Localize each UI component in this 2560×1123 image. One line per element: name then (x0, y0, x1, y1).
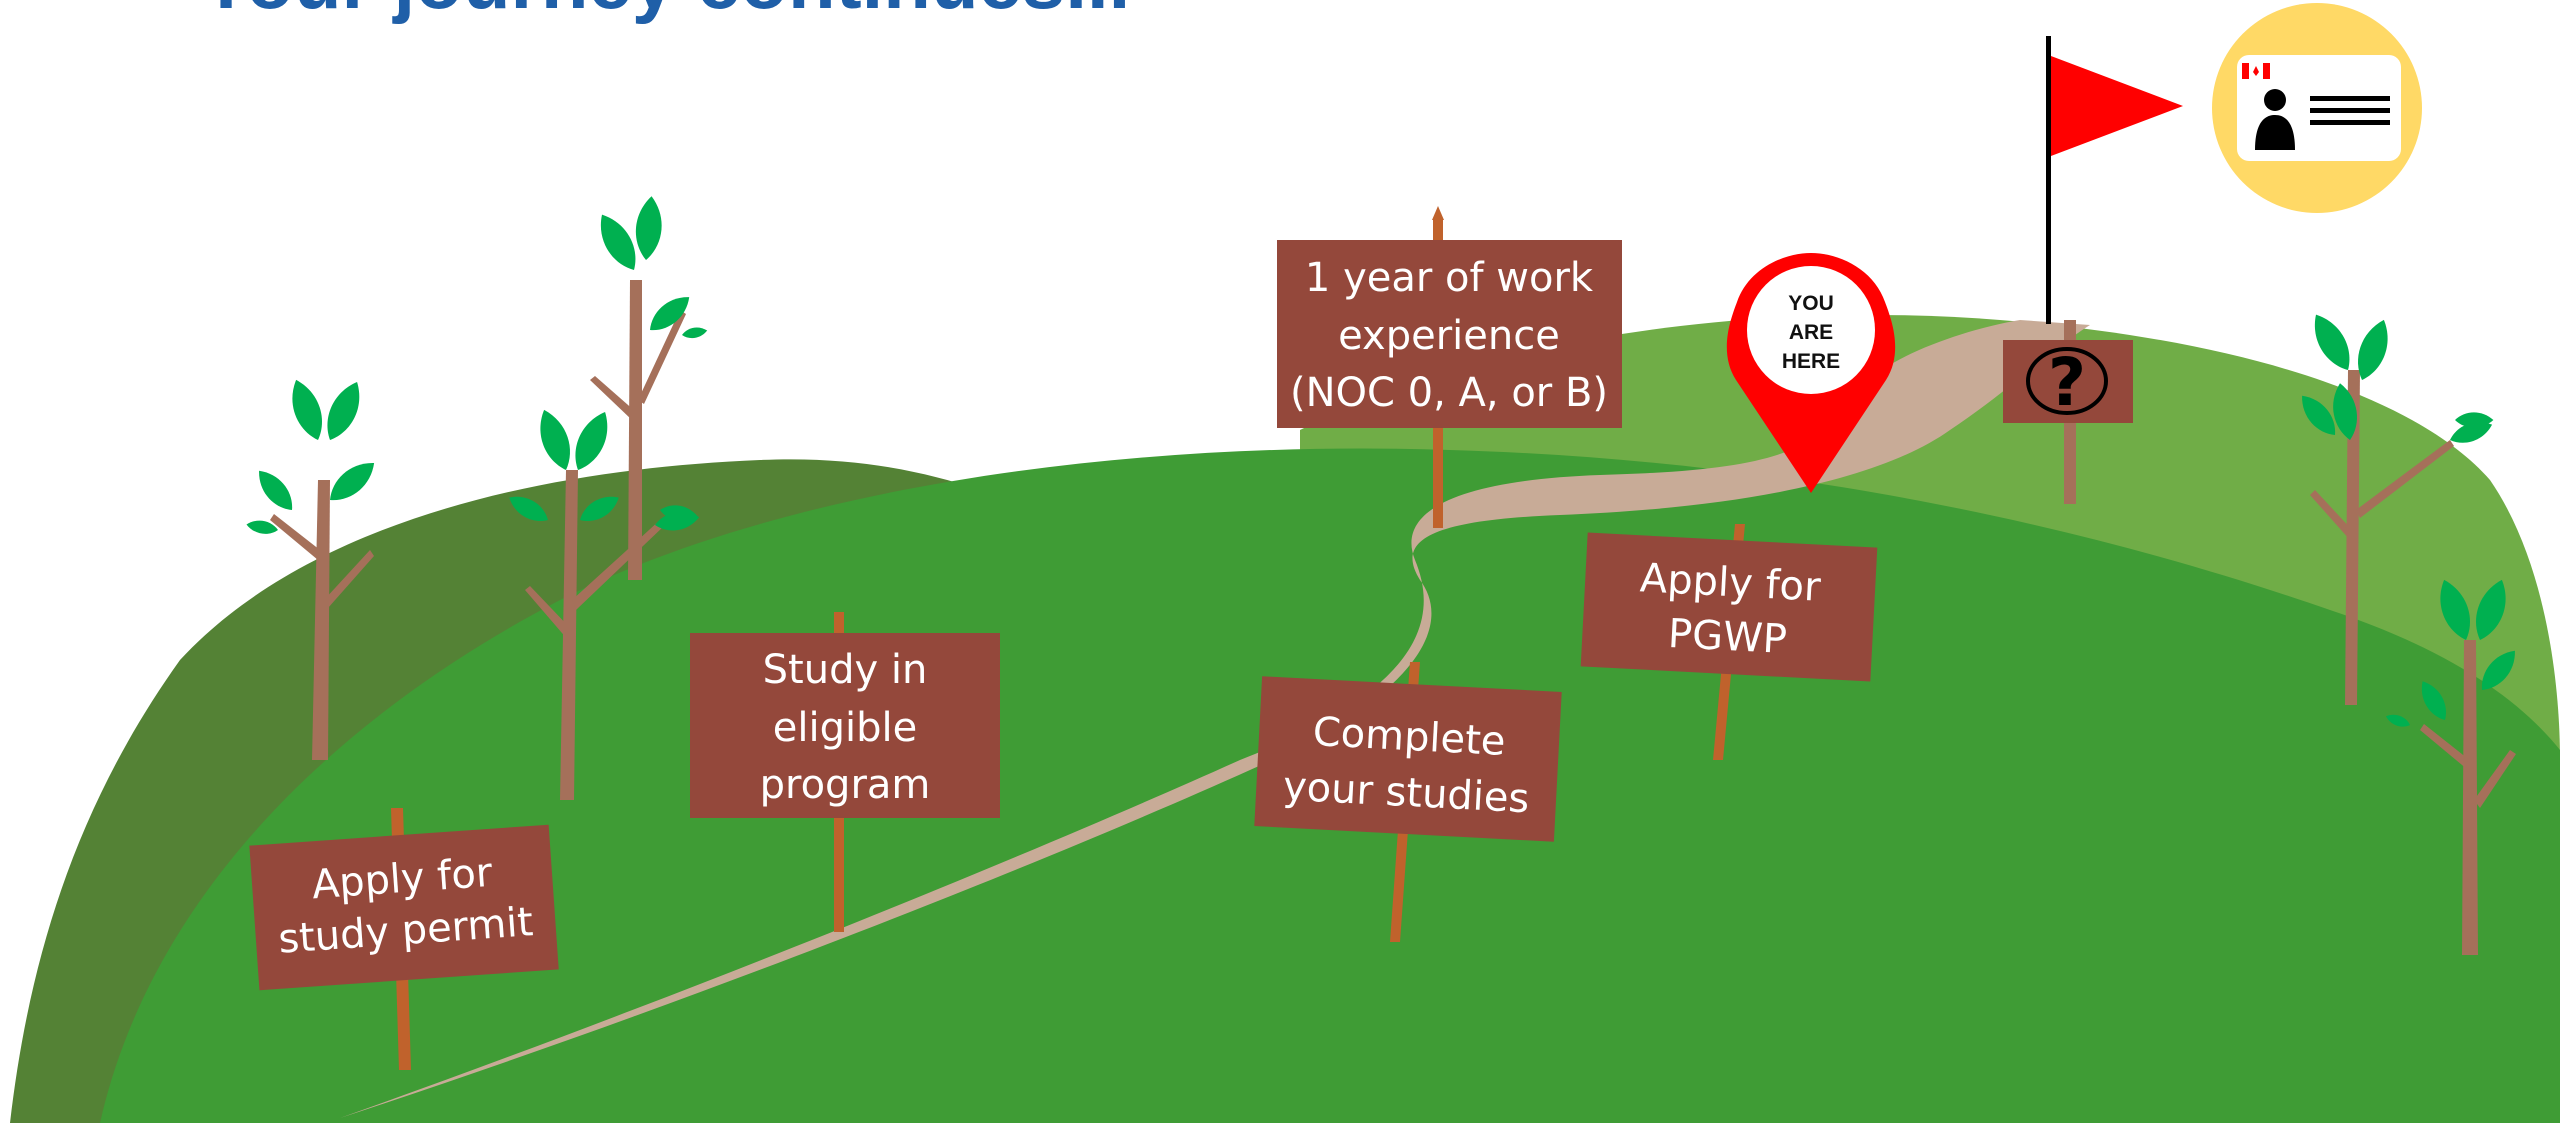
location-pin-icon: YOU ARE HERE (1726, 253, 1896, 493)
sign-label-line-1: 1 year of work (1305, 255, 1594, 301)
canada-flag-icon (2242, 63, 2270, 79)
page-title: Your journey continues... (200, 0, 1130, 25)
tree-3 (590, 195, 709, 580)
sign-label-line-2: eligible (773, 705, 917, 751)
tree-5 (2384, 575, 2523, 955)
person-icon (2255, 89, 2295, 150)
sign-apply-study-permit: Apply for study permit (249, 808, 559, 1070)
sign-complete-studies: Complete your studies (1254, 662, 1562, 942)
sign-label-line-2: PGWP (1667, 611, 1788, 663)
sign-label-line-3: program (760, 762, 931, 808)
question-mark-icon: ? (2048, 344, 2086, 421)
tree-1 (245, 375, 382, 760)
pin-label-line-3: HERE (1782, 350, 1840, 373)
pin-label-line-2: ARE (1789, 321, 1833, 344)
flag-icon (2051, 56, 2183, 156)
journey-path (340, 320, 2090, 1118)
sign-label-line-1: Study in (763, 647, 928, 693)
sign-label-line-1: Apply for (1639, 555, 1822, 610)
mystery-sign: ? (2003, 320, 2133, 504)
sign-apply-pgwp: Apply for PGWP (1580, 524, 1878, 760)
id-card-icon (2212, 3, 2422, 213)
sign-label-line-2: experience (1338, 313, 1560, 359)
sign-study-program: Study in eligible program (690, 612, 1000, 932)
sign-label-line-3: (NOC 0, A, or B) (1290, 370, 1608, 416)
tree-4 (2294, 308, 2496, 705)
pin-label-line-1: YOU (1788, 292, 1834, 315)
finish-flag (2046, 36, 2183, 324)
sign-label-line-1: Complete (1312, 709, 1507, 765)
sign-work-experience: 1 year of work experience (NOC 0, A, or … (1277, 206, 1622, 528)
